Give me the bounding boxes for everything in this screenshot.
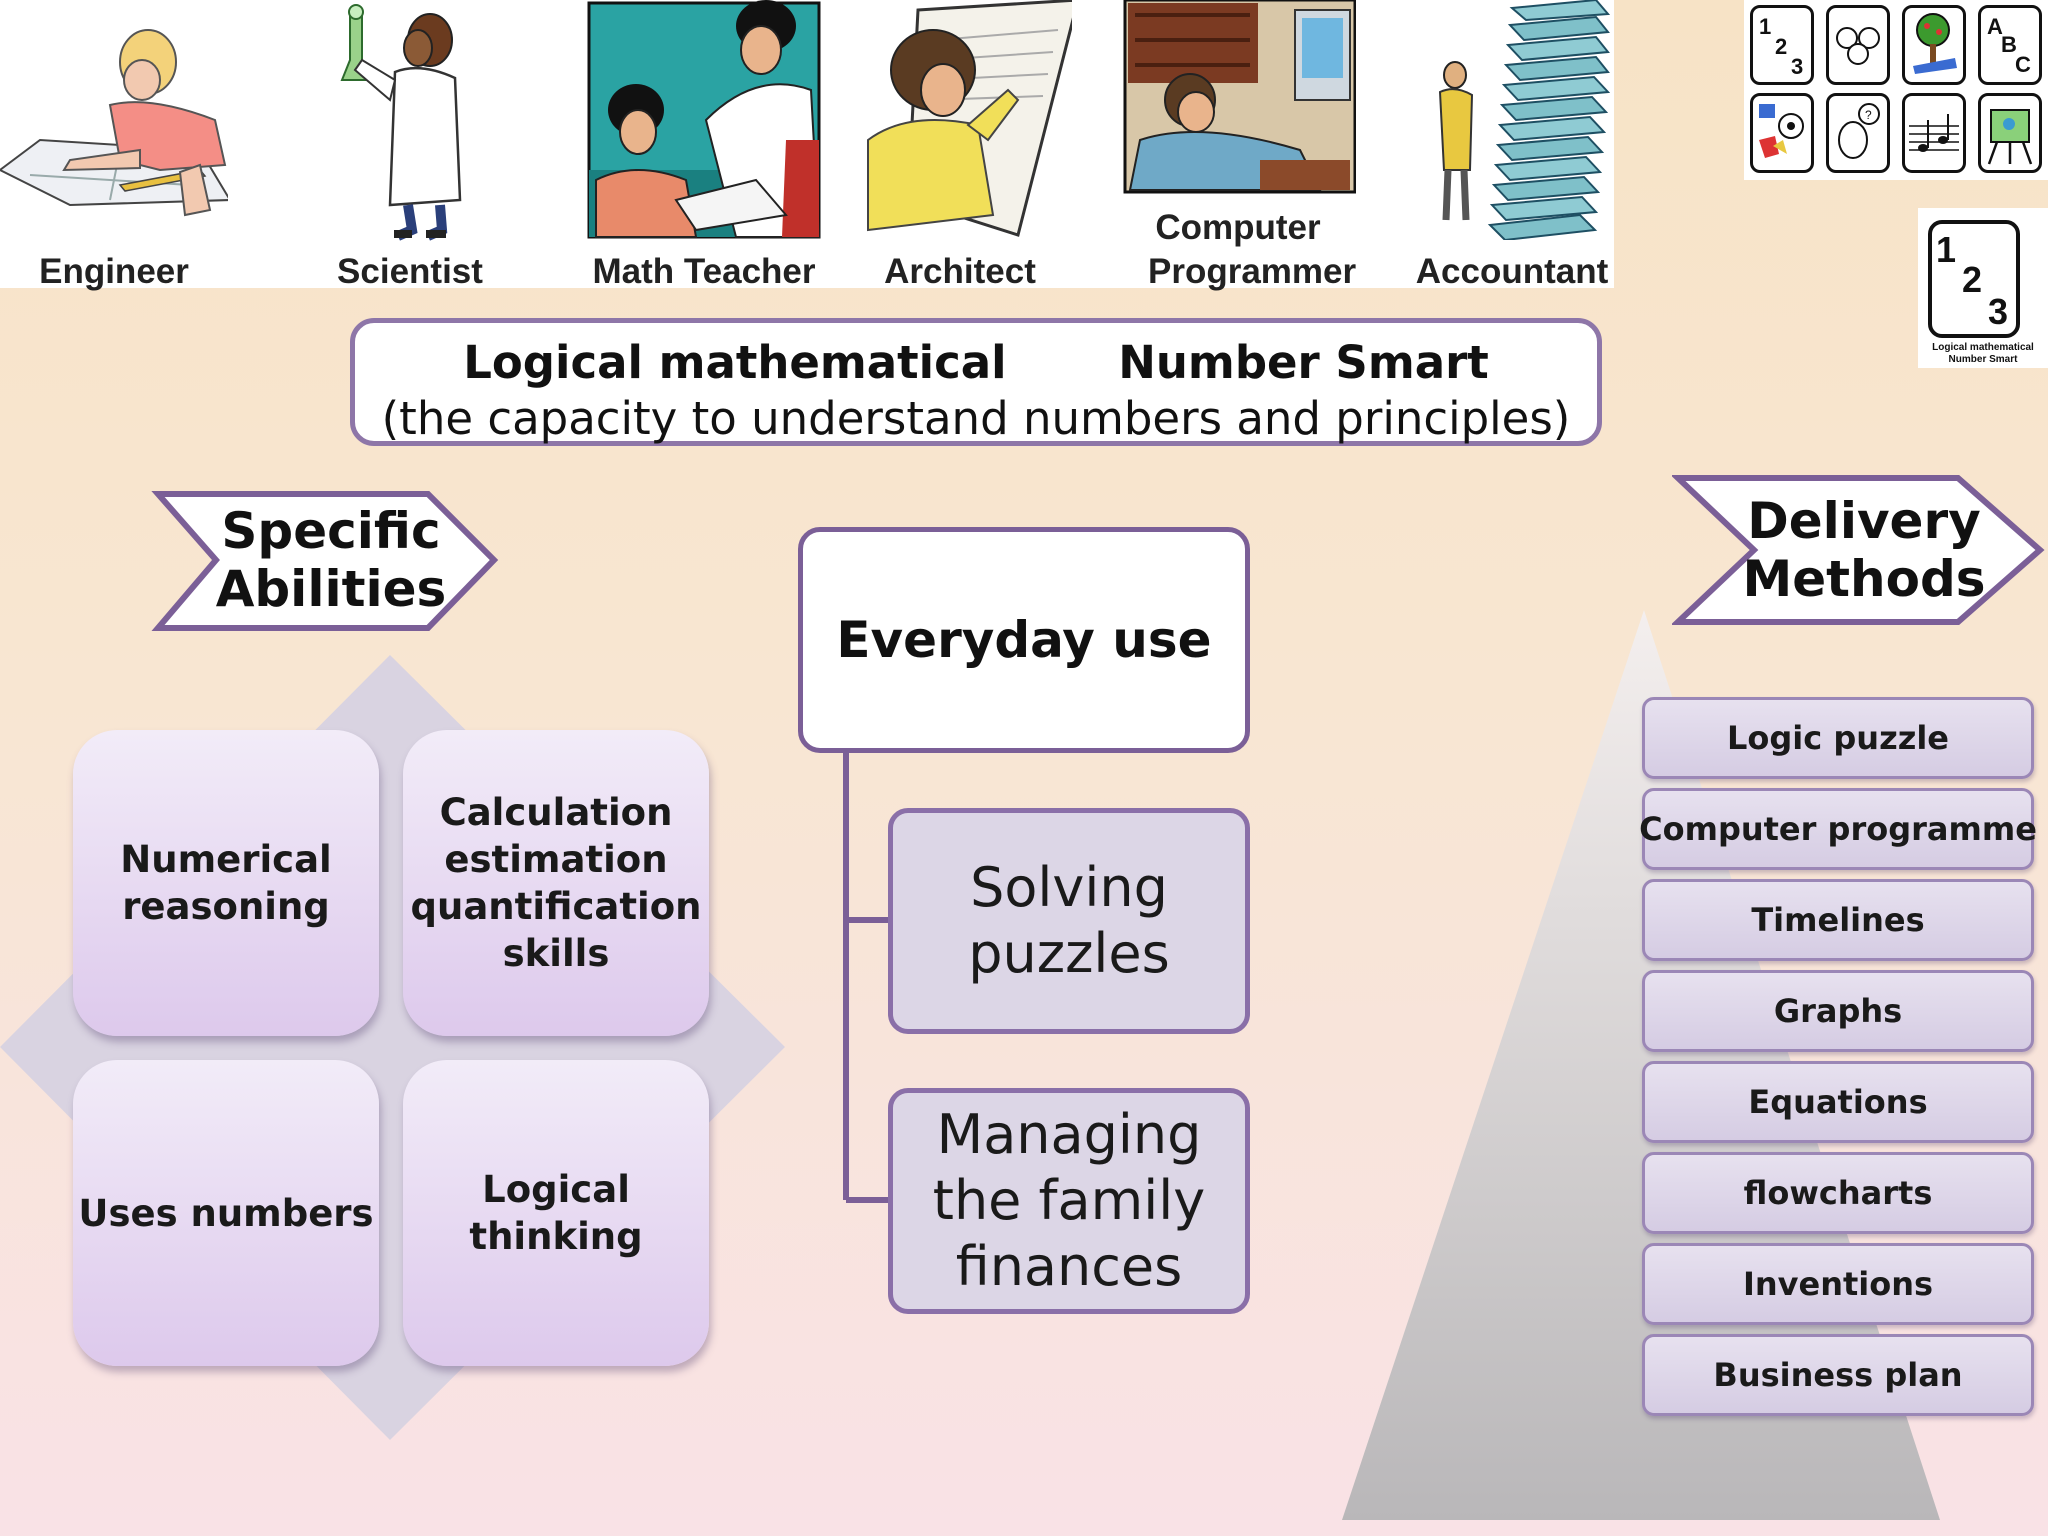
title-box: Logical mathematical Number Smart (the c… (350, 318, 1602, 446)
ability-card: Calculation estimation quantification sk… (403, 730, 709, 1036)
title-line: Logical mathematical Number Smart (355, 333, 1597, 393)
career-label-text: Computer Programmer (1148, 208, 1357, 291)
career-label: Scientist (337, 252, 483, 291)
delivery-method-item: Inventions (1642, 1243, 2034, 1325)
scientist-illustration (340, 4, 462, 241)
ability-card: Uses numbers (73, 1060, 379, 1366)
everyday-use-connector (843, 750, 890, 1203)
easel-icon[interactable] (1978, 93, 2042, 173)
career-accountant: Accountant (1410, 0, 1614, 291)
svg-text:A: A (1987, 14, 2003, 39)
career-label: Engineer (39, 252, 189, 291)
career-label: Math Teacher (592, 252, 816, 291)
svg-text:C: C (2015, 52, 2031, 77)
puzzle-ball-icon[interactable] (1750, 93, 1814, 173)
specific-abilities-header: Specific Abilities (215, 502, 447, 618)
title-part-logical-mathematical: Logical mathematical (463, 336, 1007, 389)
svg-text:3: 3 (1988, 291, 2008, 332)
nature-tree-icon[interactable] (1902, 5, 1966, 85)
engineer-illustration (0, 29, 228, 217)
delivery-method-item: flowcharts (1642, 1152, 2034, 1234)
badge-caption: Logical mathematical Number Smart (1932, 342, 2034, 365)
career-math-teacher: Math Teacher (586, 0, 822, 291)
careers-strip: Engineer Scientist Math Te (0, 0, 1614, 291)
math-teacher-illustration (587, 0, 821, 239)
career-engineer: Engineer (0, 0, 228, 291)
accountant-illustration (1438, 0, 1611, 240)
logical-mathematical-badge: 1 2 3 Logical mathematical Number Smart (1918, 208, 2048, 368)
everyday-use-item: Solving puzzles (888, 808, 1250, 1034)
faces-icon[interactable] (1826, 5, 1890, 85)
everyday-use-header: Everyday use (798, 527, 1250, 753)
svg-text:2: 2 (1775, 34, 1787, 59)
career-scientist: Scientist (300, 0, 520, 291)
everyday-use-item: Managing the family finances (888, 1088, 1250, 1314)
svg-text:B: B (2001, 32, 2017, 57)
career-architect: Architect (848, 0, 1072, 291)
thinking-head-icon[interactable]: ? (1826, 93, 1890, 173)
delivery-method-item: Equations (1642, 1061, 2034, 1143)
programmer-illustration (1123, 0, 1356, 194)
ability-card: Logical thinking (403, 1060, 709, 1366)
svg-text:?: ? (1865, 108, 1872, 122)
delivery-methods-chevron (1672, 475, 2045, 625)
ability-card: Numerical reasoning (73, 730, 379, 1036)
delivery-method-item: Logic puzzle (1642, 697, 2034, 779)
numbers-icon-large: 1 2 3 (1928, 220, 2020, 338)
svg-text:1: 1 (1936, 229, 1956, 270)
delivery-method-item: Business plan (1642, 1334, 2034, 1416)
delivery-method-item: Timelines (1642, 879, 2034, 961)
career-label: Architect (884, 252, 1036, 291)
architect-illustration (867, 0, 1072, 237)
career-computer-programmer: Computer Programmer (1120, 0, 1356, 291)
svg-text:2: 2 (1962, 259, 1982, 300)
delivery-methods-header: Delivery Methods (1742, 492, 1986, 608)
music-notes-icon[interactable] (1902, 93, 1966, 173)
svg-text:1: 1 (1759, 14, 1771, 39)
delivery-method-item: Computer programme (1639, 788, 2037, 870)
career-label: Computer Programmer (1120, 206, 1356, 294)
career-label: Accountant (1415, 252, 1609, 291)
title-subtitle: (the capacity to understand numbers and … (381, 392, 1571, 445)
title-part-number-smart: Number Smart (1118, 336, 1489, 389)
specific-abilities-chevron (151, 491, 499, 631)
svg-text:3: 3 (1791, 54, 1803, 79)
delivery-method-item: Graphs (1642, 970, 2034, 1052)
